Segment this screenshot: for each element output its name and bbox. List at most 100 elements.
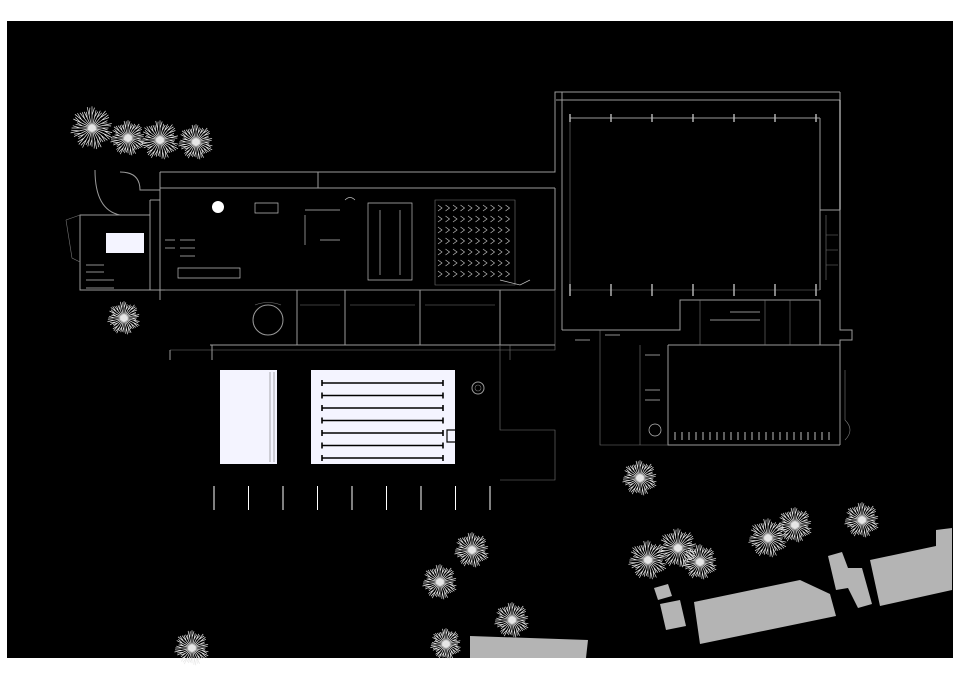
locker-bench <box>467 215 473 223</box>
locker-bench <box>475 259 481 267</box>
locker-bench <box>452 237 458 245</box>
teaching-pool <box>220 370 277 464</box>
tree <box>494 602 529 638</box>
tree <box>658 528 697 568</box>
tree <box>110 120 145 156</box>
locker-bench <box>475 215 481 223</box>
locker-bench <box>452 259 458 267</box>
locker-bench <box>497 215 503 223</box>
locker-bench <box>460 259 466 267</box>
locker-bench <box>467 248 473 256</box>
locker-bench <box>475 237 481 245</box>
neighbor-buildings <box>470 528 952 658</box>
locker-bench <box>490 270 496 278</box>
locker-bench <box>505 248 511 256</box>
room-furniture <box>177 197 760 437</box>
south-hall-columns <box>674 432 830 440</box>
locker-bench <box>445 204 451 212</box>
locker-bench <box>437 215 443 223</box>
locker-bench <box>475 248 481 256</box>
hall-columns <box>569 114 817 296</box>
neighbor-building <box>660 600 686 630</box>
locker-bench <box>497 237 503 245</box>
parking-stripes <box>213 486 491 510</box>
locker-bench <box>505 259 511 267</box>
locker-bench <box>445 237 451 245</box>
tree <box>454 532 489 568</box>
locker-bench <box>445 270 451 278</box>
locker-bench <box>467 204 473 212</box>
locker-bench <box>490 204 496 212</box>
locker-bench <box>505 270 511 278</box>
locker-bench <box>445 248 451 256</box>
locker-bench <box>460 204 466 212</box>
locker-bench <box>467 226 473 234</box>
locker-bench <box>452 215 458 223</box>
locker-bench <box>490 259 496 267</box>
locker-bench <box>452 226 458 234</box>
locker-bench <box>482 237 488 245</box>
locker-bench <box>475 270 481 278</box>
locker-bench <box>460 270 466 278</box>
locker-bench <box>445 259 451 267</box>
locker-bench <box>437 226 443 234</box>
building-outline <box>65 91 853 481</box>
tree <box>622 460 657 496</box>
locker-bench <box>490 226 496 234</box>
locker-bench <box>497 270 503 278</box>
locker-bench <box>482 259 488 267</box>
locker-bench <box>437 259 443 267</box>
main-pool <box>311 370 455 464</box>
locker-bench <box>452 248 458 256</box>
entrance-skylight <box>106 233 144 253</box>
tree <box>844 502 879 538</box>
locker-bench <box>445 226 451 234</box>
neighbor-building <box>870 528 952 606</box>
neighbor-building <box>694 580 836 644</box>
tree <box>777 507 812 543</box>
tree <box>107 301 140 335</box>
locker-bench <box>475 204 481 212</box>
tree <box>628 540 667 580</box>
plan-background <box>7 21 953 658</box>
locker-bench <box>437 248 443 256</box>
locker-bench <box>497 226 503 234</box>
neighbor-building <box>470 636 588 658</box>
locker-bench <box>497 259 503 267</box>
locker-bench <box>490 237 496 245</box>
locker-bench <box>467 237 473 245</box>
tree <box>70 106 113 150</box>
locker-bench <box>437 237 443 245</box>
seating-blocks <box>165 199 516 286</box>
locker-bench <box>460 237 466 245</box>
locker-bench <box>482 248 488 256</box>
locker-bench <box>505 215 511 223</box>
locker-bench <box>482 270 488 278</box>
locker-bench <box>460 215 466 223</box>
neighbor-building <box>654 584 672 600</box>
locker-bench <box>497 248 503 256</box>
tree <box>430 628 461 660</box>
locker-bench <box>497 204 503 212</box>
locker-bench <box>482 215 488 223</box>
locker-bench <box>490 215 496 223</box>
tree <box>682 544 717 580</box>
tree <box>174 630 209 666</box>
locker-bench <box>505 226 511 234</box>
locker-bench <box>437 270 443 278</box>
locker-bench <box>437 204 443 212</box>
locker-bench <box>505 204 511 212</box>
pool-lanes <box>321 380 444 461</box>
locker-bench <box>482 226 488 234</box>
locker-bench <box>505 237 511 245</box>
locker-bench <box>460 248 466 256</box>
locker-bench <box>452 270 458 278</box>
locker-bench <box>475 226 481 234</box>
locker-bench <box>460 226 466 234</box>
locker-bench <box>445 215 451 223</box>
trees <box>70 106 879 666</box>
locker-bench <box>467 259 473 267</box>
tree <box>178 124 213 160</box>
locker-bench <box>490 248 496 256</box>
